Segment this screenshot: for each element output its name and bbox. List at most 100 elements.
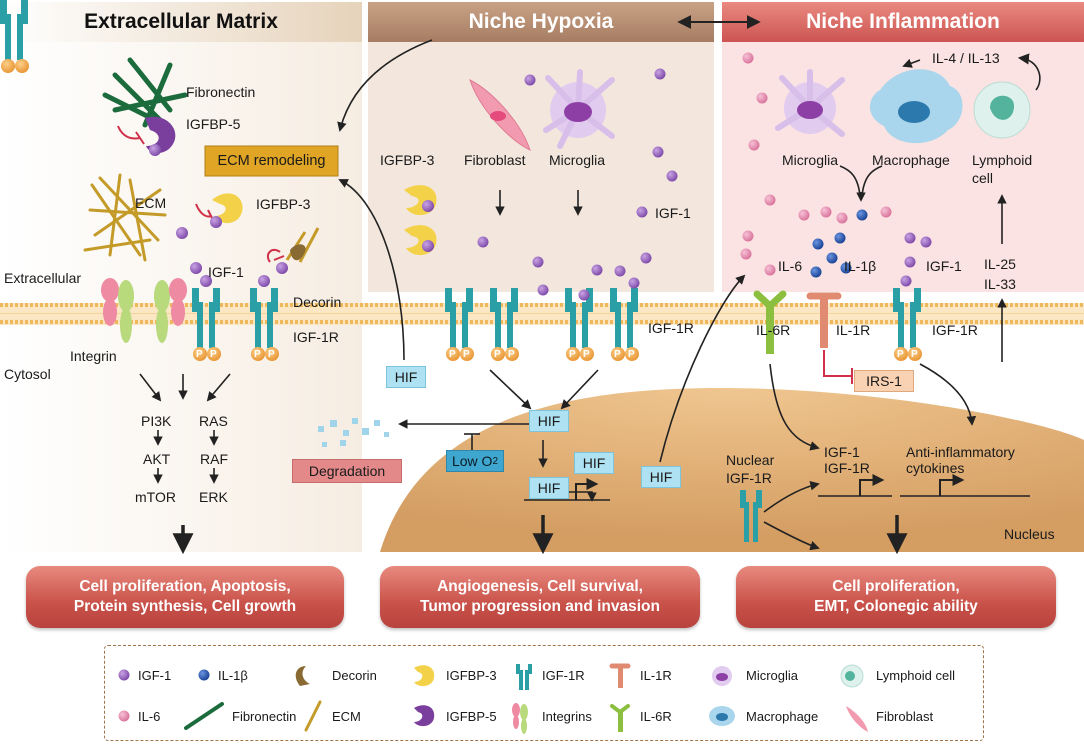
igf1r-receptor-template <box>0 0 29 73</box>
label-il1r: IL-1R <box>836 322 871 338</box>
hif-box-cytosol: HIF <box>386 366 426 388</box>
label-igf1-left: IGF-1 <box>208 264 244 280</box>
label-il25: IL-25 <box>984 256 1016 272</box>
il6r-receptor-graphic <box>753 290 787 354</box>
igfbp5-graphic <box>145 116 176 154</box>
phospho-label: P <box>463 349 470 360</box>
low-o2-text: Low O <box>451 453 493 469</box>
label-il33: IL-33 <box>984 276 1016 292</box>
outcome-ecm-line1: Cell proliferation, Apoptosis, <box>79 578 291 595</box>
il1r-receptor-graphic <box>806 292 842 348</box>
label-akt: AKT <box>143 451 171 467</box>
label-igfbp3-left: IGFBP-3 <box>256 196 311 212</box>
label-fibronectin: Fibronectin <box>186 84 256 100</box>
legend-il1r: IL-1R <box>640 668 672 683</box>
legend-ecm: ECM <box>332 709 361 724</box>
ecm-remodeling-label: ECM remodeling <box>217 153 326 169</box>
phospho-label: P <box>210 349 217 360</box>
label-il6r: IL-6R <box>756 322 791 338</box>
label-ras: RAS <box>199 413 228 429</box>
hif-box-center: HIF <box>529 410 569 432</box>
label-anti-2: cytokines <box>906 460 965 476</box>
legend-igf1r: IGF-1R <box>542 668 585 683</box>
phospho-label: P <box>897 349 904 360</box>
igfbp3-graphic-mid-1 <box>404 185 437 216</box>
label-microglia-right: Microglia <box>782 152 839 168</box>
header-niche-hypoxia: Niche Hypoxia <box>468 10 614 33</box>
label-lymphoid-2: cell <box>972 170 994 186</box>
label-anti-1: Anti-inflammatory <box>906 444 1015 460</box>
phospho-label: P <box>254 349 261 360</box>
outcome-hypoxia-line2: Tumor progression and invasion <box>420 598 660 615</box>
label-pi3k: PI3K <box>141 413 172 429</box>
decorin-graphic <box>266 227 320 274</box>
outcome-ecm: Cell proliferation, Apoptosis, Protein s… <box>26 566 344 628</box>
legend-macrophage: Macrophage <box>746 709 819 724</box>
legend-il6: IL-6 <box>138 709 161 724</box>
label-cytosol: Cytosol <box>4 366 51 382</box>
legend-il6r: IL-6R <box>640 709 672 724</box>
low-o2-subscript: 2 <box>492 455 499 467</box>
phospho-label: P <box>569 349 576 360</box>
label-macrophage: Macrophage <box>872 152 950 168</box>
label-erk: ERK <box>199 489 228 505</box>
phospho-label: P <box>449 349 456 360</box>
label-mtor: mTOR <box>135 489 176 505</box>
hif-box-nuclear-bound: HIF <box>574 452 614 474</box>
phospho-label: P <box>911 349 918 360</box>
legend-lymphoid: Lymphoid cell <box>876 668 956 683</box>
label-nucleus: Nucleus <box>1004 526 1055 542</box>
label-ecm: ECM <box>135 195 167 211</box>
ecm-fibers <box>83 173 167 262</box>
header-extracellular-matrix: Extracellular Matrix <box>84 10 278 33</box>
label-igf1-right: IGF-1 <box>926 258 962 274</box>
label-raf: RAF <box>200 451 228 467</box>
degradation-fragments <box>318 418 389 447</box>
hif-box-secreted: HIF <box>641 466 681 488</box>
label-extracellular: Extracellular <box>4 270 82 286</box>
phospho-label: P <box>196 349 203 360</box>
label-il6: IL-6 <box>778 258 803 274</box>
label-integrin: Integrin <box>70 348 117 364</box>
header-niche-inflammation: Niche Inflammation <box>806 10 1000 33</box>
irs1-box: IRS-1 <box>854 370 914 392</box>
macrophage-graphic <box>869 69 963 144</box>
legend-fibroblast: Fibroblast <box>876 709 934 724</box>
hif-box-dna: HIF <box>529 477 569 499</box>
fibroblast-graphic <box>469 79 531 151</box>
phospho-label: P <box>583 349 590 360</box>
outcome-hypoxia: Angiogenesis, Cell survival, Tumor progr… <box>380 566 700 628</box>
legend-icons <box>118 663 868 734</box>
microglia-graphic-mid <box>543 69 615 149</box>
label-igf1r-left: IGF-1R <box>293 329 339 345</box>
legend-igfbp3: IGFBP-3 <box>446 668 497 683</box>
igfbp3-graphic-mid-2 <box>404 225 437 256</box>
microglia-graphic-right <box>775 69 845 137</box>
legend-igf1: IGF-1 <box>138 668 172 683</box>
integrin-graphic-1 <box>101 278 134 343</box>
igfbp3-graphic-left <box>195 193 243 228</box>
label-decorin: Decorin <box>293 294 342 310</box>
label-igf1r-right: IGF-1R <box>932 322 978 338</box>
label-il4-il13: IL-4 / IL-13 <box>932 50 1000 66</box>
phospho-label: P <box>614 349 621 360</box>
label-nuclear-1: Nuclear <box>726 452 775 468</box>
label-gene-igf1r: IGF-1R <box>824 460 870 476</box>
legend-il1b: IL-1β <box>218 668 248 683</box>
label-microglia-mid: Microglia <box>549 152 606 168</box>
lymphoid-graphic <box>973 81 1031 139</box>
label-igfbp5: IGFBP-5 <box>186 116 241 132</box>
ecm-remodeling-box <box>204 145 339 177</box>
outcome-hypoxia-line1: Angiogenesis, Cell survival, <box>437 578 643 595</box>
label-igfbp3-mid: IGFBP-3 <box>380 152 435 168</box>
legend-decorin: Decorin <box>332 668 377 683</box>
label-nuclear-2: IGF-1R <box>726 470 772 486</box>
legend-igfbp5: IGFBP-5 <box>446 709 497 724</box>
phospho-label: P <box>494 349 501 360</box>
label-fibroblast: Fibroblast <box>464 152 526 168</box>
legend-fibronectin: Fibronectin <box>232 709 297 724</box>
degradation-box: Degradation <box>292 459 402 483</box>
